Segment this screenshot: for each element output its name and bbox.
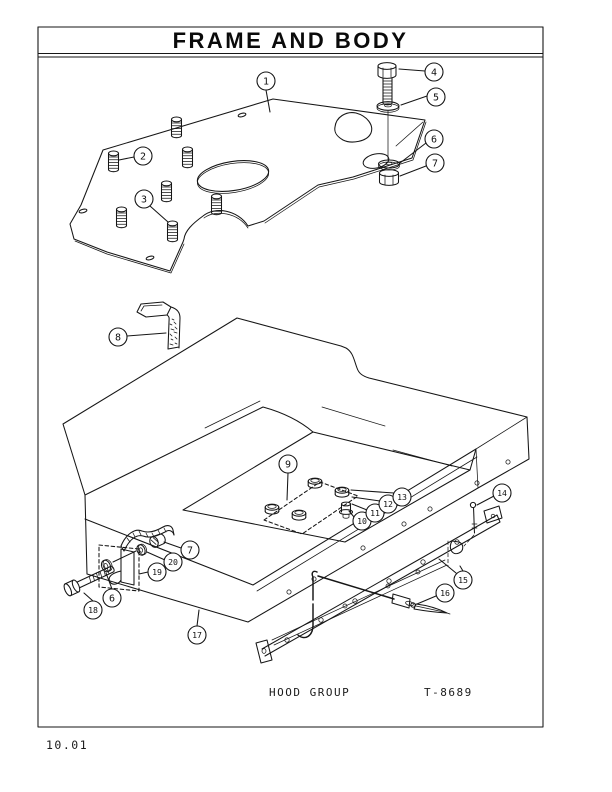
callout-18: 18 xyxy=(83,600,103,620)
mounting-outline-dashed xyxy=(263,481,359,535)
svg-text:6: 6 xyxy=(431,134,437,145)
svg-text:2: 2 xyxy=(140,151,146,162)
svg-text:1: 1 xyxy=(263,76,269,87)
callout-7-top: 7 xyxy=(425,153,445,173)
latch-spring xyxy=(120,525,175,552)
svg-text:19: 19 xyxy=(152,567,162,577)
svg-text:15: 15 xyxy=(458,575,468,585)
svg-text:17: 17 xyxy=(192,630,202,640)
callout-1: 1 xyxy=(256,71,276,91)
svg-text:18: 18 xyxy=(88,605,98,615)
callout-3: 3 xyxy=(134,189,154,209)
svg-text:14: 14 xyxy=(497,488,507,498)
svg-text:10: 10 xyxy=(357,516,367,526)
page-border xyxy=(37,26,544,728)
svg-text:13: 13 xyxy=(397,492,407,502)
latch-assembly xyxy=(63,525,175,597)
svg-text:7: 7 xyxy=(432,158,438,169)
svg-text:5: 5 xyxy=(433,92,439,103)
studs xyxy=(107,116,223,243)
latch-pin xyxy=(447,501,478,567)
plug-item-10 xyxy=(338,501,354,519)
svg-text:9: 9 xyxy=(285,459,291,470)
svg-text:11: 11 xyxy=(370,508,380,518)
hex-bolt xyxy=(377,62,397,106)
callouts: 1 2 3 4 5 6 7 8 9 10 11 12 13 14 15 16 1… xyxy=(83,62,512,645)
drawing-number: T-8689 xyxy=(424,686,473,699)
svg-text:3: 3 xyxy=(141,194,147,205)
hood-body xyxy=(62,317,530,623)
callout-7-bottom: 7 xyxy=(180,540,200,560)
callout-16: 16 xyxy=(435,583,455,603)
page-title: FRAME AND BODY xyxy=(172,28,409,53)
callout-6-top: 6 xyxy=(424,129,444,149)
hood-rails xyxy=(255,505,503,664)
svg-text:6: 6 xyxy=(109,593,115,604)
svg-text:8: 8 xyxy=(115,332,121,343)
page-number: 10.01 xyxy=(46,738,89,752)
callout-17: 17 xyxy=(187,625,207,645)
callout-2: 2 xyxy=(133,146,153,166)
plate-flange-hole xyxy=(362,153,390,169)
callout-19: 19 xyxy=(147,562,167,582)
callout-11: 11 xyxy=(365,503,385,523)
callout-20: 20 xyxy=(163,552,183,572)
svg-text:7: 7 xyxy=(187,545,193,556)
callout-13: 13 xyxy=(392,487,412,507)
callout-6-bottom: 6 xyxy=(102,588,122,608)
figure-caption: HOOD GROUP xyxy=(269,686,351,699)
support-bracket xyxy=(136,301,181,350)
bolt-assembly xyxy=(376,62,401,186)
hood-rivet-holes xyxy=(286,459,511,595)
svg-text:4: 4 xyxy=(431,67,437,78)
leader-lines xyxy=(83,68,495,627)
cap-screw-group xyxy=(263,477,359,535)
bolt-18 xyxy=(63,565,115,597)
plate-bolt-holes xyxy=(78,112,247,261)
svg-text:12: 12 xyxy=(383,499,393,509)
svg-text:20: 20 xyxy=(168,557,178,567)
callout-5: 5 xyxy=(426,87,446,107)
latch-bracket xyxy=(108,548,135,586)
callout-8: 8 xyxy=(108,327,128,347)
plate-cutout-hole xyxy=(334,112,373,143)
latch-bushing xyxy=(149,533,166,548)
bracket-19-dashed xyxy=(98,544,140,592)
callout-14: 14 xyxy=(492,483,512,503)
hold-down-rod xyxy=(297,570,451,639)
svg-text:16: 16 xyxy=(440,588,450,598)
hex-nut xyxy=(378,169,400,186)
callout-4: 4 xyxy=(424,62,444,82)
washer-20 xyxy=(136,543,148,556)
rail-rivets xyxy=(284,539,460,643)
frame-plate xyxy=(69,98,427,274)
callout-9: 9 xyxy=(278,454,298,474)
callout-15: 15 xyxy=(453,570,473,590)
